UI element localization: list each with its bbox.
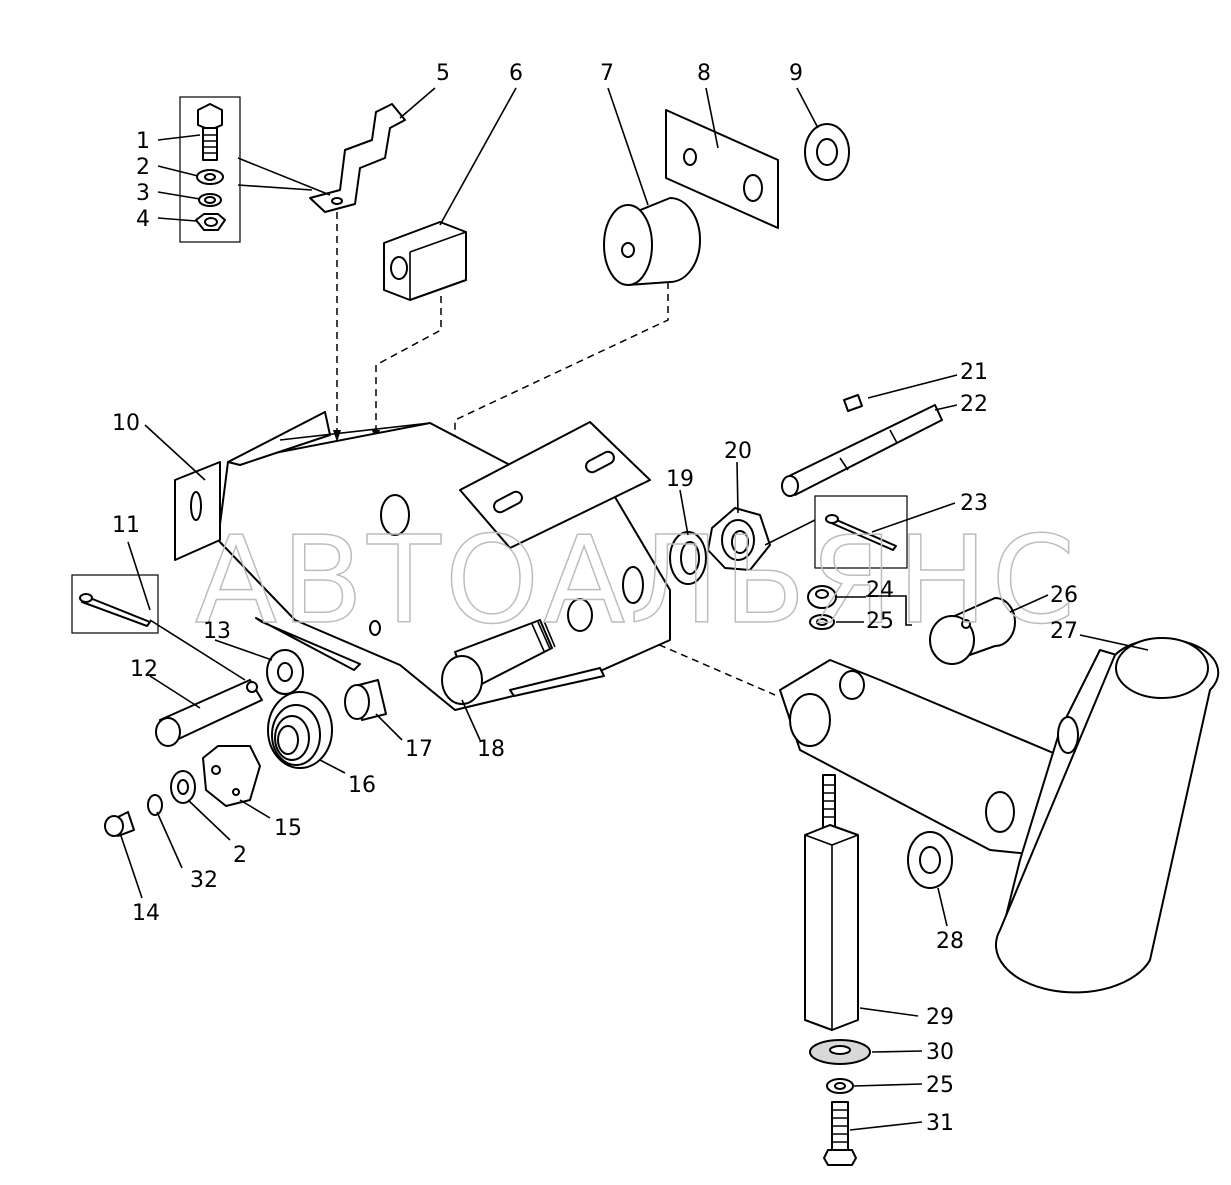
callout-2b: 2 (233, 843, 247, 868)
callout-6: 6 (509, 61, 523, 86)
spacer-block-part-6 (383, 221, 467, 301)
callout-23: 23 (960, 491, 988, 516)
callout-8: 8 (697, 61, 711, 86)
callout-7: 7 (600, 61, 614, 86)
callout-20: 20 (724, 439, 752, 464)
lock-washer-part-25b (826, 1078, 854, 1094)
plate-part-8 (665, 109, 779, 229)
callout-18: 18 (477, 737, 505, 762)
key-part-21 (843, 394, 863, 412)
washer-part-30 (809, 1039, 871, 1065)
callouts: 1 2 3 4 5 6 7 8 9 10 11 13 12 14 32 2 15… (112, 61, 1078, 1136)
callout-4: 4 (136, 207, 150, 232)
stud-part-29 (804, 774, 859, 1031)
bolt-part-18 (441, 619, 556, 705)
callout-12: 12 (130, 657, 158, 682)
callout-3: 3 (136, 181, 150, 206)
cotter-pin-part-11 (71, 574, 159, 634)
callout-15: 15 (274, 816, 302, 841)
washer-part-2b (170, 770, 196, 804)
washer-part-28 (907, 831, 953, 889)
callout-16: 16 (348, 773, 376, 798)
watermark: АВТОАЛЬЯНС (195, 512, 1079, 651)
shaft-part-22 (781, 404, 943, 497)
callout-17: 17 (405, 737, 433, 762)
callout-1: 1 (136, 129, 150, 154)
callout-11: 11 (112, 513, 140, 538)
washer-part-13 (266, 649, 304, 695)
pin-part-12 (155, 679, 263, 747)
callout-14: 14 (132, 901, 160, 926)
callout-19: 19 (666, 467, 694, 492)
spring-part-16 (267, 691, 333, 769)
callout-13: 13 (203, 619, 231, 644)
callout-27: 27 (1050, 619, 1078, 644)
bolt-part-31 (823, 1101, 857, 1166)
callout-26: 26 (1050, 583, 1078, 608)
main-housing-part-10 (174, 411, 671, 711)
washer-part-9 (804, 123, 850, 181)
callout-32: 32 (190, 868, 218, 893)
screw-part-14 (104, 811, 135, 837)
castle-nut-part-20 (707, 507, 771, 571)
bushing-part-7 (603, 197, 701, 286)
fastener-group-1-4 (179, 96, 241, 243)
bracket-part-5 (309, 103, 406, 213)
lock-washer-part-32 (147, 794, 163, 816)
washer-part-25a (809, 614, 835, 630)
callout-28: 28 (936, 929, 964, 954)
plate-part-15 (202, 745, 261, 807)
callout-30: 30 (926, 1040, 954, 1065)
callout-2: 2 (136, 155, 150, 180)
callout-25a: 25 (866, 609, 894, 634)
callout-21: 21 (960, 360, 988, 385)
callout-22: 22 (960, 392, 988, 417)
callout-31: 31 (926, 1111, 954, 1136)
washer-part-19 (669, 531, 707, 585)
cotter-pin-part-23 (814, 495, 908, 569)
callout-25b: 25 (926, 1073, 954, 1098)
callout-10: 10 (112, 411, 140, 436)
callout-29: 29 (926, 1005, 954, 1030)
leader-lines (119, 87, 1149, 1131)
nut-part-24 (807, 585, 837, 609)
callout-5: 5 (436, 61, 450, 86)
bushing-part-26 (929, 597, 1016, 665)
callout-24: 24 (866, 578, 894, 603)
sleeve-part-17 (344, 679, 387, 721)
callout-9: 9 (789, 61, 803, 86)
lever-part-27 (779, 637, 1220, 994)
